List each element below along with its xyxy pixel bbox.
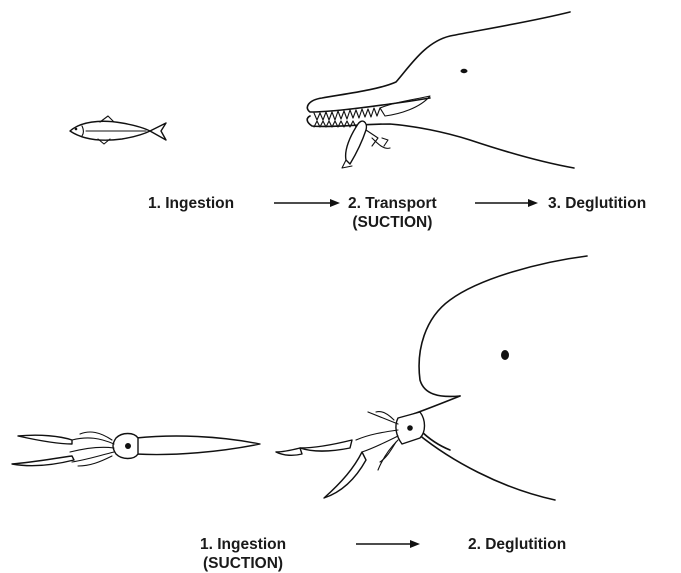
top-step3-label: 3. Deglutition [548,194,646,213]
arrow-ingestion-to-transport [274,199,340,207]
bottom-step1-note: (SUCTION) [200,554,286,573]
top-step1-label: 1. Ingestion [148,194,234,213]
top-step2-label: 2. Transport (SUCTION) [348,194,437,232]
top-step3-text: 3. Deglutition [548,195,646,212]
arrow-transport-to-deglutition [475,199,538,207]
bottom-step1-label: 1. Ingestion (SUCTION) [200,535,286,573]
sperm-whale-head-icon [402,256,587,500]
top-step2-note: (SUCTION) [348,213,437,232]
dolphin-head-icon [307,12,574,168]
squid-captured-icon [276,411,425,498]
bottom-step1-text: 1. Ingestion [200,535,286,554]
squid-prey-icon [12,432,260,466]
top-step1-text: 1. Ingestion [148,195,234,212]
top-step2-text: 2. Transport [348,194,437,213]
bottom-step2-text: 2. Deglutition [468,536,566,553]
arrow-ingestion-to-deglutition [356,540,420,548]
bottom-step2-label: 2. Deglutition [468,535,566,554]
fish-prey-icon [70,116,166,144]
